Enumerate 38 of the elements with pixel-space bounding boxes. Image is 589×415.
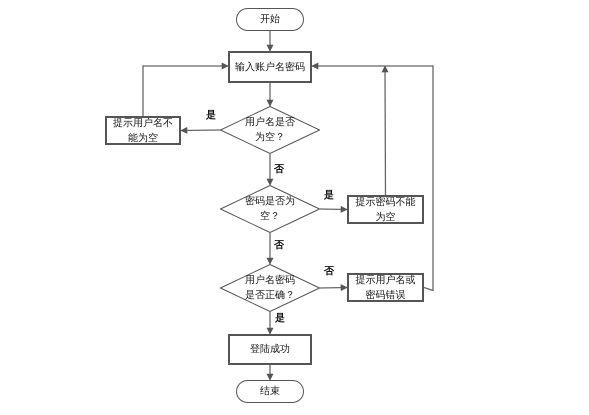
decision-diamond (220, 106, 320, 154)
edge-label: 否 (324, 266, 334, 278)
edge-label: 否 (274, 164, 284, 176)
arrow (266, 31, 274, 52)
decision-diamond (220, 185, 320, 233)
terminal-shape (236, 380, 304, 403)
node-text: 提示密码不能为空 (354, 196, 416, 224)
terminal-shape (236, 8, 304, 31)
edge-label: 是 (324, 190, 334, 202)
node-text: 开始 (260, 13, 280, 27)
node-text: 用户名密码是否正确？ (244, 274, 296, 303)
arrow (382, 65, 389, 195)
arrow (266, 83, 274, 107)
arrow (180, 126, 220, 134)
node-text: 提示用户名不能为空 (112, 116, 174, 146)
process-box (228, 334, 312, 365)
arrow (266, 365, 274, 381)
edge-label: 否 (274, 240, 284, 252)
arrow (266, 154, 274, 186)
node-text: 结束 (260, 384, 280, 399)
arrow (266, 312, 274, 335)
edge-label: 是 (275, 313, 285, 325)
node-text: 用户名是否为空？ (244, 116, 296, 145)
decision-diamond (220, 264, 320, 312)
arrow (320, 206, 348, 213)
process-box (347, 273, 424, 302)
process-box (105, 116, 181, 145)
arrow (266, 233, 274, 265)
arrow (311, 62, 434, 292)
node-text: 输入账户名密码 (235, 60, 305, 74)
arrow (142, 62, 229, 116)
process-box (347, 195, 424, 224)
arrow (320, 284, 348, 292)
node-text: 密码是否为空？ (244, 194, 296, 224)
process-box (228, 51, 312, 83)
edge-label: 是 (206, 110, 216, 122)
node-text: 登陆成功 (250, 342, 290, 357)
node-text: 提示用户名或密码错误 (354, 274, 416, 302)
